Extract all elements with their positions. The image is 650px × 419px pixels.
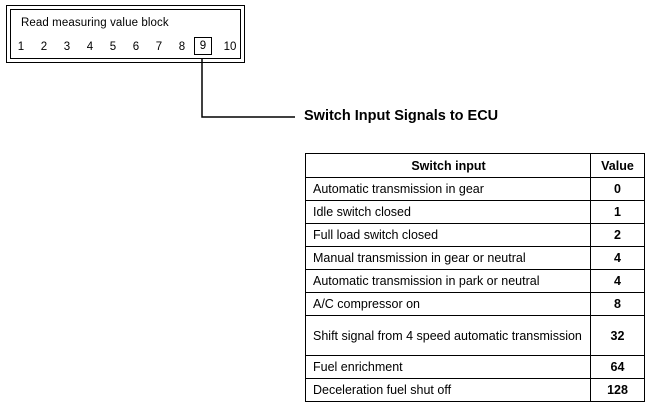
display-inner-frame: Read measuring value block 1 2 3 4 5 6 7… (10, 9, 241, 59)
row-input: Deceleration fuel shut off (305, 378, 591, 402)
row-value: 128 (590, 378, 645, 402)
header-switch-input: Switch input (305, 153, 591, 178)
row-input: Manual transmission in gear or neutral (305, 246, 591, 270)
block-number-3[interactable]: 3 (63, 41, 71, 53)
measuring-value-display: Read measuring value block 1 2 3 4 5 6 7… (6, 5, 245, 63)
leader-line-path (201, 58, 295, 118)
table-row: Fuel enrichment 64 (305, 355, 645, 379)
table-row: Automatic transmission in park or neutra… (305, 269, 645, 293)
row-input: Automatic transmission in gear (305, 177, 591, 201)
block-number-6[interactable]: 6 (132, 41, 140, 53)
table-header-row: Switch input Value (305, 153, 645, 178)
row-value: 1 (590, 200, 645, 224)
block-number-4[interactable]: 4 (86, 41, 94, 53)
row-value: 8 (590, 292, 645, 316)
row-input: Full load switch closed (305, 223, 591, 247)
row-input: A/C compressor on (305, 292, 591, 316)
table-row: Full load switch closed 2 (305, 223, 645, 247)
row-value: 4 (590, 246, 645, 270)
display-title: Read measuring value block (21, 17, 169, 29)
row-input: Fuel enrichment (305, 355, 591, 379)
block-number-row: 1 2 3 4 5 6 7 8 9 10 (11, 37, 242, 55)
block-number-5[interactable]: 5 (109, 41, 117, 53)
block-number-2[interactable]: 2 (40, 41, 48, 53)
header-value: Value (590, 153, 645, 178)
row-value: 64 (590, 355, 645, 379)
callout-title: Switch Input Signals to ECU (304, 108, 499, 124)
table-row: Automatic transmission in gear 0 (305, 177, 645, 201)
row-value: 0 (590, 177, 645, 201)
switch-input-table: Switch input Value Automatic transmissio… (305, 153, 645, 402)
table-row: A/C compressor on 8 (305, 292, 645, 316)
row-input: Idle switch closed (305, 200, 591, 224)
table-row: Deceleration fuel shut off 128 (305, 378, 645, 402)
block-number-9-selected[interactable]: 9 (194, 37, 212, 55)
row-value: 32 (590, 315, 645, 356)
table-row: Idle switch closed 1 (305, 200, 645, 224)
row-input: Automatic transmission in park or neutra… (305, 269, 591, 293)
block-number-1[interactable]: 1 (17, 41, 25, 53)
table-row: Shift signal from 4 speed automatic tran… (305, 315, 645, 356)
block-number-10[interactable]: 10 (223, 41, 237, 53)
block-number-7[interactable]: 7 (155, 41, 163, 53)
row-input: Shift signal from 4 speed automatic tran… (305, 315, 591, 356)
block-number-8[interactable]: 8 (178, 41, 186, 53)
row-value: 4 (590, 269, 645, 293)
row-value: 2 (590, 223, 645, 247)
table-row: Manual transmission in gear or neutral 4 (305, 246, 645, 270)
